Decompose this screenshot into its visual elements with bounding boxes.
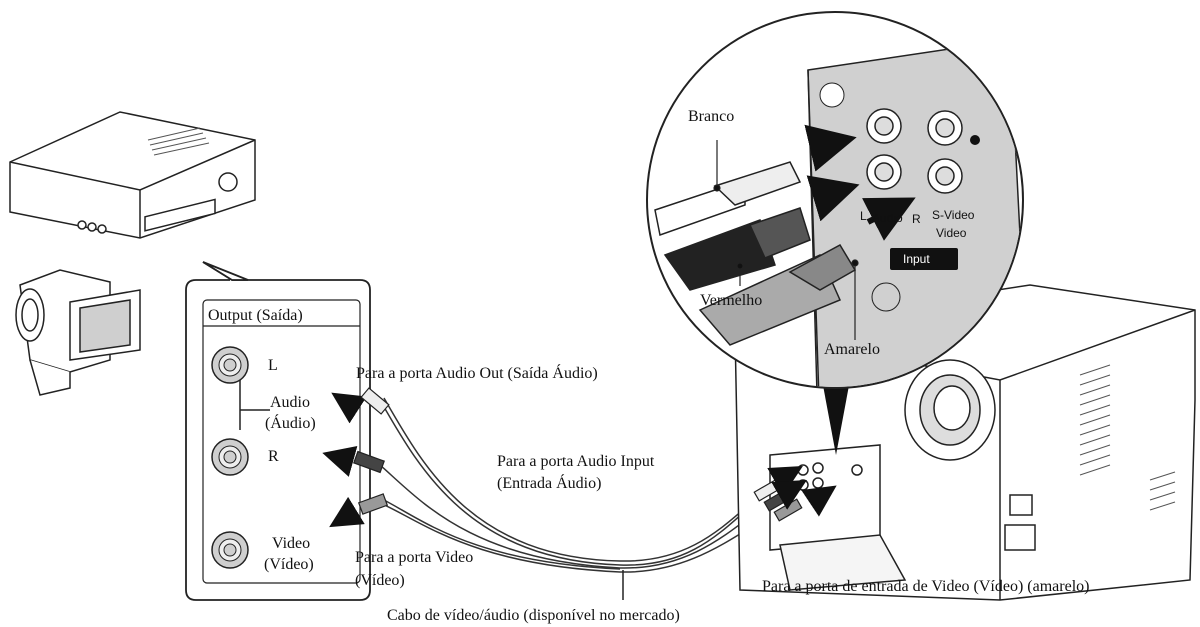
output-jack-r xyxy=(211,438,249,476)
inset-pointer xyxy=(822,380,850,455)
port-r-label: R xyxy=(268,448,279,465)
output-jack-video xyxy=(211,531,249,569)
plug-red-left xyxy=(353,450,385,474)
video-in-caption: Para a porta de entrada de Video (Vídeo)… xyxy=(762,578,1090,595)
color-leaders xyxy=(713,140,859,340)
output-arrows xyxy=(322,392,367,528)
output-jack-l xyxy=(211,346,249,384)
amarelo-label: Amarelo xyxy=(824,341,880,358)
cable-caption: Cabo de vídeo/áudio (disponível no merca… xyxy=(387,607,680,624)
video-label: Video xyxy=(272,535,311,552)
video-caption-1: Para a porta Video xyxy=(355,549,474,566)
inset-l-label: L xyxy=(860,209,867,223)
audio-input-caption-2: (Entrada Áudio) xyxy=(497,475,602,492)
plug-yellow-left xyxy=(357,493,389,515)
input-arrows xyxy=(767,466,837,517)
video-caption-2: (Vídeo) xyxy=(355,572,405,589)
inset-video-label: Video xyxy=(936,226,967,240)
camcorder-icon xyxy=(15,269,141,396)
audio-pt-label: (Áudio) xyxy=(265,415,316,432)
inset-input-label: Input xyxy=(903,252,930,266)
video-pt-label: (Vídeo) xyxy=(264,556,314,573)
vermelho-label: Vermelho xyxy=(700,292,763,309)
inset-svideo-label: S-Video xyxy=(932,208,975,222)
inset-audio-label: Audio xyxy=(872,211,903,225)
output-title: Output (Saída) xyxy=(208,307,303,324)
branco-label: Branco xyxy=(688,108,735,125)
inset-r-label: R xyxy=(912,212,921,226)
plug-white-left xyxy=(360,387,390,415)
audio-input-caption-1: Para a porta Audio Input xyxy=(497,453,655,470)
audio-label: Audio xyxy=(270,394,310,411)
port-l-label: L xyxy=(268,357,278,374)
output-panel-frame xyxy=(202,299,361,584)
vcr-icon xyxy=(9,111,256,239)
audio-out-caption: Para a porta Audio Out (Saída Áudio) xyxy=(356,365,598,382)
